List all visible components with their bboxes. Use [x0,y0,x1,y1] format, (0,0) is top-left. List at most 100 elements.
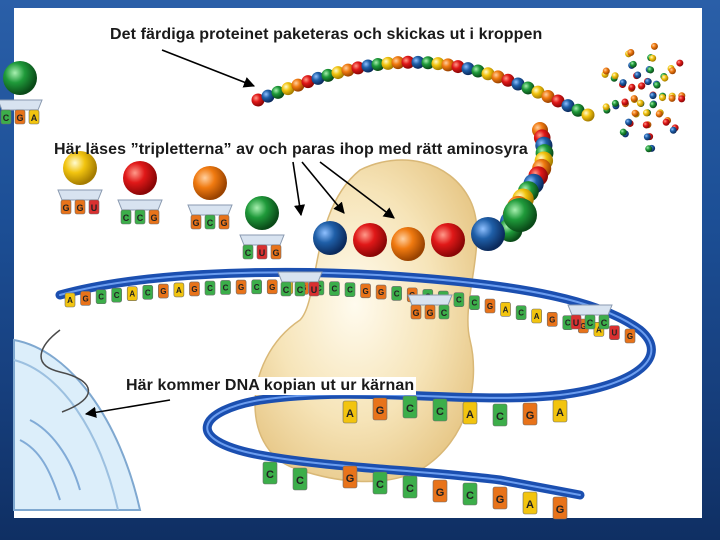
svg-text:C: C [456,296,462,305]
mrna-base: G [625,329,635,343]
mrna-base: C [345,283,355,297]
anticodon-letter: C [123,213,130,223]
triplet-arrow-2 [302,162,344,213]
mrna-base: C [463,483,477,505]
folded-protein-bead [634,71,641,78]
folded-protein-bead [645,145,652,152]
folded-protein-bead [620,129,627,136]
anticodon-letter: C [587,318,594,328]
mrna-base: G [493,487,507,509]
mrna-base: G [343,466,357,488]
svg-text:A: A [534,312,540,321]
anticodon-letter: G [412,308,419,318]
mrna-base: C [293,468,307,490]
folded-protein-bead [638,82,645,89]
anticodon-letter: G [150,213,157,223]
svg-text:C: C [406,403,414,415]
svg-text:C: C [223,283,229,292]
mrna-base: C [373,472,387,494]
svg-text:C: C [472,299,478,308]
mrna-base: G [236,280,246,294]
anticodon-letter: C [297,285,304,295]
svg-text:G: G [549,315,555,324]
amino-acid [313,221,347,255]
mrna-base: C [252,280,262,294]
anticodon-letter: G [62,203,69,213]
anticodon-letter: G [220,218,227,228]
folded-protein-bead [669,67,676,74]
folded-protein-bead [625,119,632,126]
protein-arrow [162,50,254,86]
anticodon-letter: C [245,248,252,258]
folded-protein-bead [620,79,627,86]
amino-acid [431,223,465,257]
svg-text:G: G [627,332,633,341]
svg-text:C: C [296,475,304,487]
svg-text:A: A [176,286,182,295]
svg-text:G: G [362,287,368,296]
svg-text:G: G [556,504,565,516]
svg-text:G: G [346,473,355,485]
folded-protein-bead [644,133,651,140]
mrna-base: G [361,284,371,298]
triplet-label: Här läses ”tripletterna” av och paras ih… [54,141,528,159]
mrna-base: C [493,404,507,426]
mrna-base: G [373,398,387,420]
protein-label: Det färdiga proteinet paketeras och skic… [110,26,542,44]
svg-text:A: A [67,296,73,305]
mrna-base: C [143,285,153,299]
svg-text:C: C [114,291,120,300]
svg-text:A: A [129,290,135,299]
mrna-base: G [376,285,386,299]
nucleus [14,340,140,510]
mrna-base: A [463,402,477,424]
svg-text:G: G [436,487,445,499]
svg-text:G: G [82,294,88,303]
folded-protein-bead [670,127,677,134]
folded-protein-bead [603,103,610,110]
mrna-base: C [221,280,231,294]
anticodon-letter: C [207,218,214,228]
anticodon-letter: C [137,213,144,223]
mrna-base: G [547,312,557,326]
folded-protein-bead [678,95,685,102]
amino-acid [3,61,37,95]
mrna-base: C [96,290,106,304]
svg-text:C: C [332,285,338,294]
folded-protein [602,43,686,152]
svg-text:G: G [191,285,197,294]
svg-text:C: C [266,469,274,481]
amino-acid [245,196,279,230]
anticodon-letter: C [601,318,608,328]
svg-text:G: G [526,410,535,422]
svg-text:C: C [145,288,151,297]
dna-label: Här kommer DNA kopian ut ur kärnan [124,377,416,395]
mrna-base: C [454,293,464,307]
mrna-base: C [403,476,417,498]
amino-acid [123,161,157,195]
svg-text:A: A [466,409,474,421]
folded-protein-bead [649,55,656,62]
svg-text:A: A [556,407,564,419]
mrna-base: G [485,299,495,313]
amino-acid [503,198,537,232]
mrna-base: C [112,288,122,302]
anticodon-letter: G [16,113,23,123]
folded-protein-bead [647,66,654,73]
svg-text:C: C [376,479,384,491]
mrna-base: A [553,400,567,422]
mrna-base: C [392,286,402,300]
folded-protein-bead [612,72,619,79]
mrna-base: A [127,287,137,301]
folded-protein-bead [661,75,668,82]
svg-text:G: G [378,288,384,297]
mrna-base: C [433,399,447,421]
svg-text:C: C [207,284,213,293]
svg-text:C: C [254,283,260,292]
